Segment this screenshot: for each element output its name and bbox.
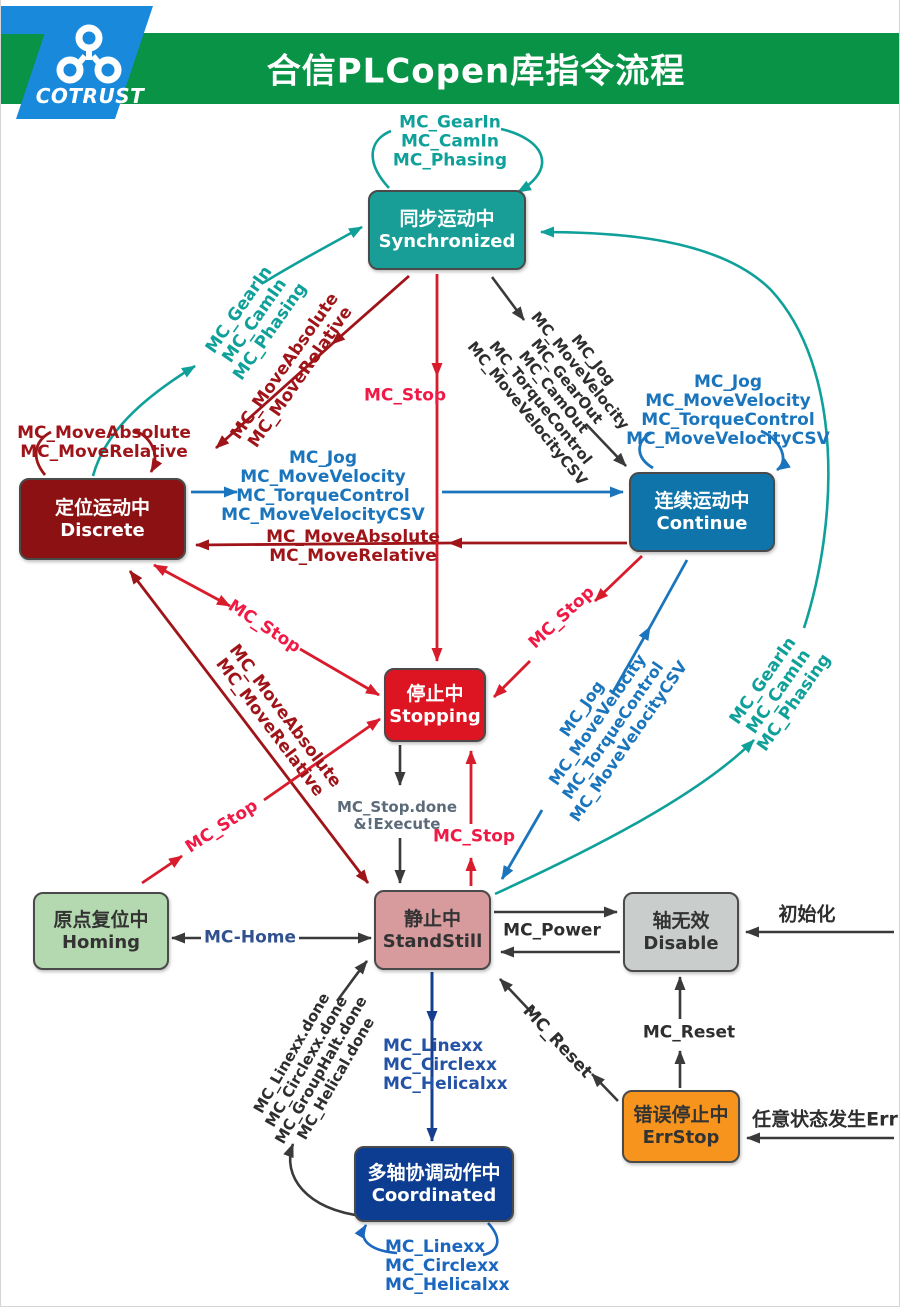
label-coordinated-selfloop: MC_Linexx MC_Circlexx MC_Helicalxx	[385, 1237, 510, 1295]
state-synchronized: 同步运动中 Synchronized	[368, 190, 526, 270]
cotrust-logo	[1, 6, 153, 119]
state-stopping: 停止中 Stopping	[384, 668, 486, 742]
state-disable: 轴无效 Disable	[623, 892, 739, 972]
label-discrete-to-continue: MC_Jog MC_MoveVelocity MC_TorqueControl …	[221, 448, 425, 525]
label-discrete-selfloop: MC_MoveAbsolute MC_MoveRelative	[17, 423, 191, 462]
label-mcstop-sync: MC_Stop	[363, 385, 447, 406]
label-mc-reset-vertical: MC_Reset	[642, 1022, 736, 1043]
state-homing: 原点复位中 Homing	[33, 892, 169, 970]
label-mc-home: MC-Home	[201, 928, 299, 948]
arrow-group-red	[141, 274, 643, 886]
label-stop-done: MC_Stop.done &!Execute	[336, 798, 458, 833]
label-standstill-to-coordinated: MC_Linexx MC_Circlexx MC_Helicalxx	[383, 1036, 508, 1094]
gear-icon	[56, 24, 122, 84]
label-mc-power: MC_Power	[503, 920, 601, 941]
label-any-err: 任意状态发生Err	[752, 1108, 898, 1131]
arrow-group-coordinated-loop	[354, 1222, 499, 1257]
page-title: 合信PLCopen库指令流程	[266, 51, 686, 92]
state-discrete: 定位运动中 Discrete	[19, 478, 186, 560]
label-continue-selfloop: MC_Jog MC_MoveVelocity MC_TorqueControl …	[626, 372, 830, 449]
label-continue-to-discrete: MC_MoveAbsolute MC_MoveRelative	[266, 527, 440, 566]
label-mcstop-standstill: MC_Stop	[432, 826, 516, 847]
state-coordinated: 多轴协调动作中 Coordinated	[354, 1146, 514, 1222]
header-banner	[1, 33, 899, 104]
state-continue: 连续运动中 Continue	[629, 472, 775, 552]
state-standstill: 静止中 StandStill	[374, 890, 491, 970]
arrow-group-teal	[91, 127, 830, 896]
brand-text: COTRUST	[35, 84, 145, 108]
label-sync-selfloop: MC_GearIn MC_CamIn MC_Phasing	[392, 112, 508, 171]
label-init: 初始化	[778, 903, 836, 926]
arrow-group-blue	[191, 429, 791, 880]
state-errstop: 错误停止中 ErrStop	[622, 1090, 740, 1163]
arrow-group-darkred	[34, 274, 627, 884]
